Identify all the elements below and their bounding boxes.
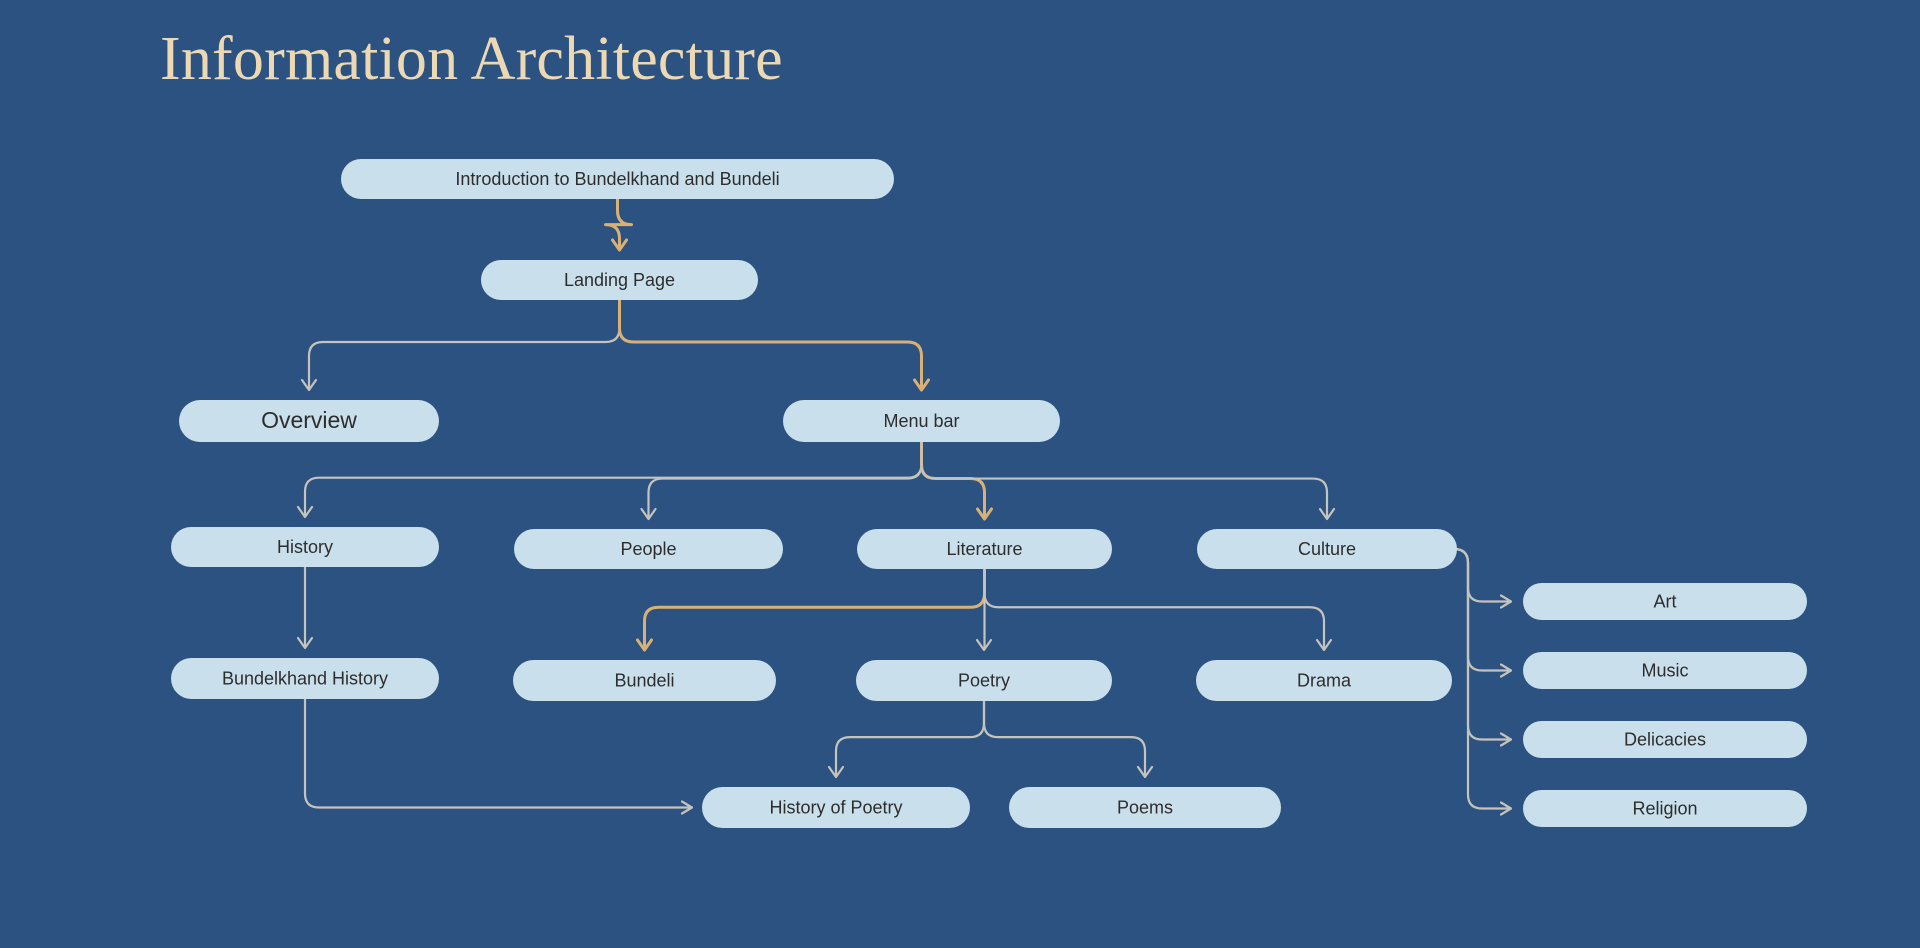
node-label: Bundelkhand History: [222, 668, 388, 688]
diagram-node[interactable]: People: [514, 529, 783, 569]
diagram-node[interactable]: Literature: [857, 529, 1112, 569]
node-label: Poetry: [958, 670, 1010, 690]
node-label: Art: [1653, 591, 1676, 611]
diagram-node[interactable]: History: [171, 527, 439, 567]
diagram-node[interactable]: Introduction to Bundelkhand and Bundeli: [341, 159, 894, 199]
diagram-node[interactable]: History of Poetry: [702, 787, 970, 828]
diagram-node[interactable]: Bundeli: [513, 660, 776, 701]
node-label: Poems: [1117, 797, 1173, 817]
node-label: Literature: [946, 539, 1022, 559]
node-label: Landing Page: [564, 270, 675, 290]
node-layer: Introduction to Bundelkhand and BundeliL…: [171, 159, 1807, 828]
node-label: Religion: [1632, 798, 1697, 818]
node-label: People: [620, 539, 676, 559]
diagram-node[interactable]: Bundelkhand History: [171, 658, 439, 699]
diagram-node[interactable]: Culture: [1197, 529, 1457, 569]
diagram-node[interactable]: Religion: [1523, 790, 1807, 827]
node-label: Introduction to Bundelkhand and Bundeli: [455, 169, 779, 189]
diagram-node[interactable]: Delicacies: [1523, 721, 1807, 758]
diagram-node[interactable]: Drama: [1196, 660, 1452, 701]
diagram-node[interactable]: Overview: [179, 400, 439, 442]
node-label: Delicacies: [1624, 729, 1706, 749]
node-label: Music: [1641, 660, 1688, 680]
node-label: History of Poetry: [769, 797, 902, 817]
node-label: Menu bar: [883, 411, 959, 431]
node-label: Overview: [261, 407, 357, 433]
diagram-node[interactable]: Poems: [1009, 787, 1281, 828]
diagram-node[interactable]: Menu bar: [783, 400, 1060, 442]
node-label: History: [277, 537, 333, 557]
diagram-node[interactable]: Art: [1523, 583, 1807, 620]
diagram-node[interactable]: Landing Page: [481, 260, 758, 300]
node-label: Culture: [1298, 539, 1356, 559]
diagram-node[interactable]: Poetry: [856, 660, 1112, 701]
diagram-node[interactable]: Music: [1523, 652, 1807, 689]
node-label: Drama: [1297, 670, 1352, 690]
edge-layer: [298, 199, 1511, 815]
node-label: Bundeli: [614, 670, 674, 690]
